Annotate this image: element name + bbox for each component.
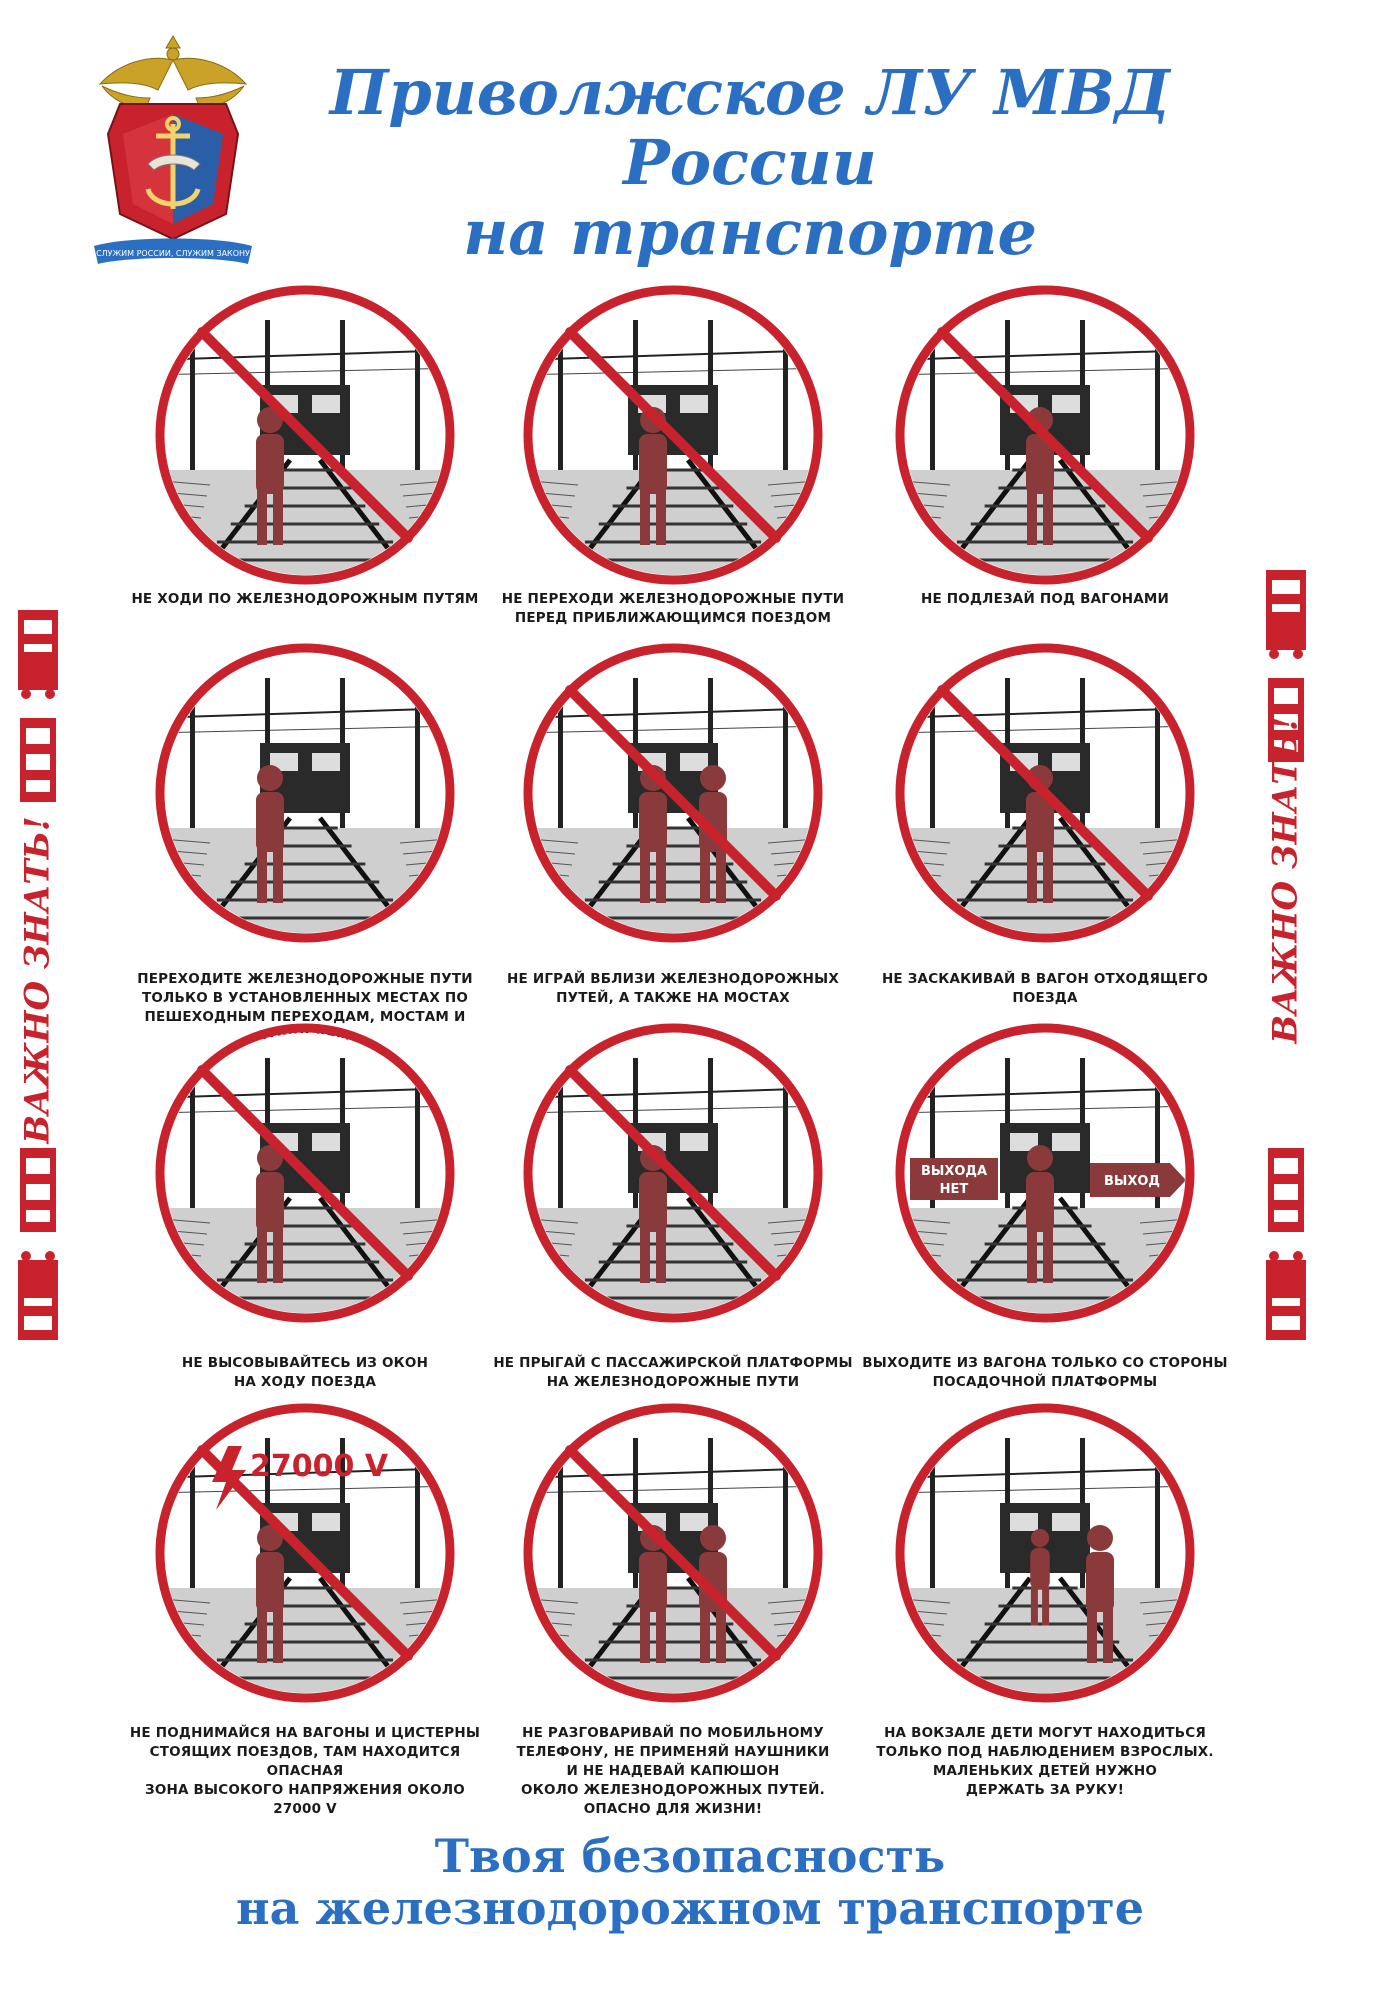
- rule-caption-line: ТОЛЬКО ПОД НАБЛЮДЕНИЕМ ВЗРОСЛЫХ.: [876, 1744, 1214, 1760]
- rule-caption-line: НЕ ЗАСКАКИВАЙ В ВАГОН ОТХОДЯЩЕГО: [881, 971, 1209, 987]
- high-voltage-icon: 27000 V: [155, 1403, 455, 1703]
- rule-caption: НЕ ПОДНИМАЙСЯ НА ВАГОНЫ И ЦИСТЕРНЫ СТОЯЩИ…: [120, 1724, 490, 1819]
- prohibition-slash: [197, 327, 413, 543]
- rule-caption-line: ПОСАДОЧНОЙ ПЛАТФОРМЫ: [932, 1374, 1158, 1390]
- pedestrian-bridge-icon: [155, 643, 455, 943]
- rule-caption: ПЕРЕХОДИТЕ ЖЕЛЕЗНОДОРОЖНЫЕ ПУТИ ТОЛЬКО В …: [120, 970, 490, 1046]
- prohibition-slash: [565, 1445, 781, 1661]
- rule-caption: НЕ ЗАСКАКИВАЙ В ВАГОН ОТХОДЯЩЕГО ПОЕЗДА: [860, 970, 1230, 1008]
- wagon-icon: [20, 718, 56, 802]
- jumping-off-platform-icon: [523, 1023, 823, 1323]
- sign-ring: [523, 643, 823, 943]
- walking-on-tracks-icon: [155, 285, 455, 585]
- locomotive-icon: [18, 610, 58, 699]
- sign-ring: [155, 1023, 455, 1323]
- rule-caption-line: ДЕРЖАТЬ ЗА РУКУ!: [965, 1782, 1125, 1798]
- locomotive-icon: [1266, 1251, 1306, 1340]
- rule-caption-line: НА ВОКЗАЛЕ ДЕТИ МОГУТ НАХОДИТЬСЯ: [884, 1725, 1206, 1741]
- sign-ring: [155, 285, 455, 585]
- leaning-out-window-icon: [155, 1023, 455, 1323]
- prohibition-slash: [937, 685, 1153, 901]
- rule-caption-line: НА ЖЕЛЕЗНОДОРОЖНЫЕ ПУТИ: [546, 1374, 800, 1390]
- rule-caption-line: ОПАСНО ДЛЯ ЖИЗНИ!: [583, 1801, 763, 1817]
- rule-caption-line: ТОЛЬКО В УСТАНОВЛЕННЫХ МЕСТАХ ПО: [141, 990, 469, 1006]
- adult-with-child-icon: [895, 1403, 1195, 1703]
- rule-caption-line: ПОЕЗДА: [1012, 990, 1078, 1006]
- sign-ring: [155, 1403, 455, 1703]
- jumping-into-train-icon: [895, 643, 1195, 943]
- rule-caption: НЕ ИГРАЙ ВБЛИЗИ ЖЕЛЕЗНОДОРОЖНЫХ ПУТЕЙ, А …: [488, 970, 858, 1008]
- rule-caption: ВЫХОДИТЕ ИЗ ВАГОНА ТОЛЬКО СО СТОРОНЫ ПОСА…: [860, 1354, 1230, 1392]
- sign-ring: [895, 1403, 1195, 1703]
- sign-ring: [895, 1023, 1195, 1323]
- rule-caption-line: НЕ ВЫСОВЫВАЙТЕСЬ ИЗ ОКОН: [181, 1355, 429, 1371]
- no-exit-sign-label: ВЫХОДА: [921, 1164, 987, 1179]
- voltage-label: 27000 V: [250, 1449, 389, 1484]
- poster-footer: Твоя безопасность на железнодорожном тра…: [150, 1830, 1230, 1934]
- sign-ring: [895, 285, 1195, 585]
- mvd-transport-emblem-icon: СЛУЖИМ РОССИИ, СЛУЖИМ ЗАКОНУ: [94, 35, 252, 264]
- rule-caption-line: СТОЯЩИХ ПОЕЗДОВ, ТАМ НАХОДИТСЯ ОПАСНАЯ: [149, 1744, 461, 1779]
- rule-caption-line: НЕ РАЗГОВАРИВАЙ ПО МОБИЛЬНОМУ: [522, 1725, 824, 1741]
- wagon-icon: [20, 1148, 56, 1232]
- rule-caption-line: НЕ ИГРАЙ ВБЛИЗИ ЖЕЛЕЗНОДОРОЖНЫХ: [507, 971, 839, 987]
- crossing-before-train-icon: [523, 285, 823, 585]
- rule-caption-line: ВЫХОДИТЕ ИЗ ВАГОНА ТОЛЬКО СО СТОРОНЫ: [862, 1355, 1228, 1371]
- sign-ring: [523, 1023, 823, 1323]
- prohibition-slash: [197, 1445, 413, 1661]
- crawling-under-wagon-icon: [895, 285, 1195, 585]
- rule-caption-line: ПЕРЕХОДИТЕ ЖЕЛЕЗНОДОРОЖНЫЕ ПУТИ: [137, 971, 473, 987]
- rule-caption-line: ПЕШЕХОДНЫМ ПЕРЕХОДАМ, МОСТАМ И: [144, 1009, 466, 1025]
- side-text-left: ВАЖНО ЗНАТЬ!: [18, 816, 59, 1144]
- rule-caption: НЕ ПЕРЕХОДИ ЖЕЛЕЗНОДОРОЖНЫЕ ПУТИ ПЕРЕД ПР…: [488, 590, 858, 628]
- prohibition-slash: [197, 1065, 413, 1281]
- prohibition-slash: [565, 685, 781, 901]
- exit-sign-label: ВЫХОД: [1104, 1174, 1160, 1189]
- wagon-icon: [1268, 1148, 1304, 1232]
- rule-caption-line: НЕ ПРЫГАЙ С ПАССАЖИРСКОЙ ПЛАТФОРМЫ: [493, 1355, 853, 1371]
- exit-platform-side-icon: ВЫХОДА НЕТ ВЫХОД: [895, 1023, 1195, 1323]
- rule-caption-line: И НЕ НАДЕВАЙ КАПЮШОН: [566, 1763, 780, 1779]
- prohibition-slash: [937, 327, 1153, 543]
- rule-caption-line: НЕ ХОДИ ПО ЖЕЛЕЗНОДОРОЖНЫМ ПУТЯМ: [131, 591, 479, 607]
- rule-caption-line: ПУТЕЙ, А ТАКЖЕ НА МОСТАХ: [556, 990, 790, 1006]
- locomotive-icon: [18, 1251, 58, 1340]
- emblem-motto: СЛУЖИМ РОССИИ, СЛУЖИМ ЗАКОНУ: [96, 249, 250, 258]
- rule-caption-line: НЕ ПОДЛЕЗАЙ ПОД ВАГОНАМИ: [920, 591, 1170, 607]
- poster-title: Приволжское ЛУ МВД России на транспорте: [250, 58, 1250, 268]
- sign-ring: [523, 1403, 823, 1703]
- sign-ring: [523, 285, 823, 585]
- footer-line-2: на железнодорожном транспорте: [235, 1881, 1144, 1935]
- rule-caption: НЕ РАЗГОВАРИВАЙ ПО МОБИЛЬНОМУ ТЕЛЕФОНУ, Н…: [488, 1724, 858, 1819]
- no-exit-sign-label: НЕТ: [940, 1182, 969, 1197]
- rule-caption-line: МАЛЕНЬКИХ ДЕТЕЙ НУЖНО: [932, 1763, 1158, 1779]
- rule-caption-line: НА ХОДУ ПОЕЗДА: [233, 1374, 377, 1390]
- rule-caption: НЕ ВЫСОВЫВАЙТЕСЬ ИЗ ОКОН НА ХОДУ ПОЕЗДА: [120, 1354, 490, 1392]
- rule-caption-line: ОКОЛО ЖЕЛЕЗНОДОРОЖНЫХ ПУТЕЙ.: [521, 1782, 825, 1798]
- side-banner-left: ВАЖНО ЗНАТЬ!: [8, 600, 68, 1360]
- prohibition-slash: [565, 1065, 781, 1281]
- title-line-1: Приволжское ЛУ МВД России: [329, 56, 1171, 199]
- phone-headphones-icon: [523, 1403, 823, 1703]
- wagon-icon: [1268, 678, 1304, 762]
- rule-caption-line: НЕ ПЕРЕХОДИ ЖЕЛЕЗНОДОРОЖНЫЕ ПУТИ: [501, 591, 845, 607]
- footer-line-1: Твоя безопасность: [434, 1829, 946, 1883]
- rule-caption-line: ТЕЛЕФОНУ, НЕ ПРИМЕНЯЙ НАУШНИКИ: [516, 1744, 830, 1760]
- side-banner-right: ВАЖНО ЗНАТЬ!: [1256, 560, 1316, 1340]
- sledding-near-tracks-icon: [523, 643, 823, 943]
- rule-caption-line: ПЕРЕД ПРИБЛИЖАЮЩИМСЯ ПОЕЗДОМ: [514, 610, 832, 626]
- rule-caption: НЕ ХОДИ ПО ЖЕЛЕЗНОДОРОЖНЫМ ПУТЯМ: [120, 590, 490, 609]
- rule-caption-line: НЕ ПОДНИМАЙСЯ НА ВАГОНЫ И ЦИСТЕРНЫ: [129, 1725, 481, 1741]
- rule-caption-line: ЗОНА ВЫСОКОГО НАПРЯЖЕНИЯ ОКОЛО 27000 V: [145, 1782, 465, 1817]
- rule-caption: НЕ ПОДЛЕЗАЙ ПОД ВАГОНАМИ: [860, 590, 1230, 609]
- rule-caption: НА ВОКЗАЛЕ ДЕТИ МОГУТ НАХОДИТЬСЯ ТОЛЬКО П…: [860, 1724, 1230, 1800]
- sign-ring: [895, 643, 1195, 943]
- locomotive-icon: [1266, 570, 1306, 659]
- sign-ring: [155, 643, 455, 943]
- prohibition-slash: [565, 327, 781, 543]
- title-line-2: на транспорте: [463, 196, 1037, 269]
- rule-caption: НЕ ПРЫГАЙ С ПАССАЖИРСКОЙ ПЛАТФОРМЫ НА ЖЕЛ…: [488, 1354, 858, 1392]
